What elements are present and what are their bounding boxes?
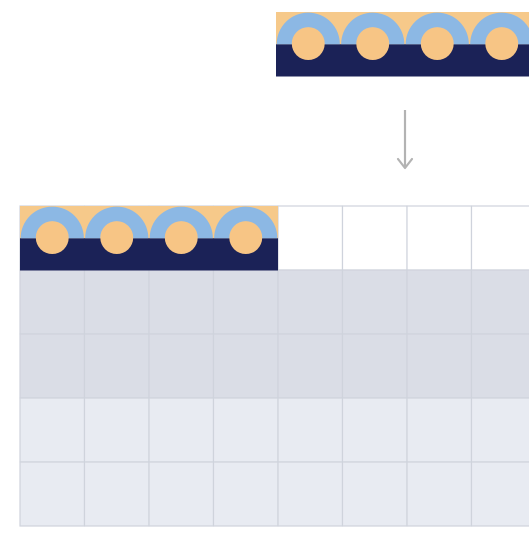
source-tile	[469, 12, 529, 77]
tile-orb	[229, 221, 263, 255]
grid-cell	[277, 461, 344, 527]
grid-cell	[406, 397, 473, 463]
grid-cell	[406, 333, 473, 399]
grid-cell	[148, 461, 215, 527]
grid-cell	[470, 333, 529, 399]
tile-orb	[485, 27, 519, 61]
grid-cell	[277, 397, 344, 463]
placed-tile	[149, 206, 214, 271]
grid-cell	[277, 333, 344, 399]
source-tile	[276, 12, 341, 77]
grid-cell	[406, 461, 473, 527]
grid-cell	[406, 269, 473, 335]
grid-cell	[212, 269, 279, 335]
tile-orb	[291, 27, 325, 61]
grid-cell	[341, 397, 408, 463]
grid-cell	[341, 461, 408, 527]
grid-cell	[19, 397, 86, 463]
grid-cell	[83, 461, 150, 527]
arrow-down-icon	[396, 110, 414, 170]
grid-cell	[470, 269, 529, 335]
grid-cell	[148, 397, 215, 463]
grid-cell	[341, 269, 408, 335]
placed-tile	[20, 206, 85, 271]
grid-cell	[148, 269, 215, 335]
tile-orb	[356, 27, 390, 61]
grid-cell	[19, 461, 86, 527]
grid-cell	[212, 461, 279, 527]
grid-cell	[341, 205, 408, 271]
tile-orb	[100, 221, 134, 255]
tile-orb	[420, 27, 454, 61]
grid-cell	[470, 205, 529, 271]
grid-cell	[277, 269, 344, 335]
placed-tile	[213, 206, 278, 271]
source-tile	[405, 12, 470, 77]
grid-cell	[341, 333, 408, 399]
grid-cell	[83, 397, 150, 463]
source-tile-strip	[276, 12, 529, 77]
tile-orb	[35, 221, 69, 255]
grid-cell	[406, 205, 473, 271]
placed-tile	[84, 206, 149, 271]
grid-cell	[470, 461, 529, 527]
tile-orb	[164, 221, 198, 255]
grid-cell	[212, 397, 279, 463]
grid-cell	[148, 333, 215, 399]
grid-cell	[83, 269, 150, 335]
grid-cell	[19, 333, 86, 399]
grid-cell	[83, 333, 150, 399]
grid-cell	[277, 205, 344, 271]
grid-cell	[212, 333, 279, 399]
arrow-head	[396, 157, 414, 170]
grid-cell	[470, 397, 529, 463]
source-tile	[340, 12, 405, 77]
grid-cell	[19, 269, 86, 335]
placed-tile-strip	[20, 206, 278, 271]
